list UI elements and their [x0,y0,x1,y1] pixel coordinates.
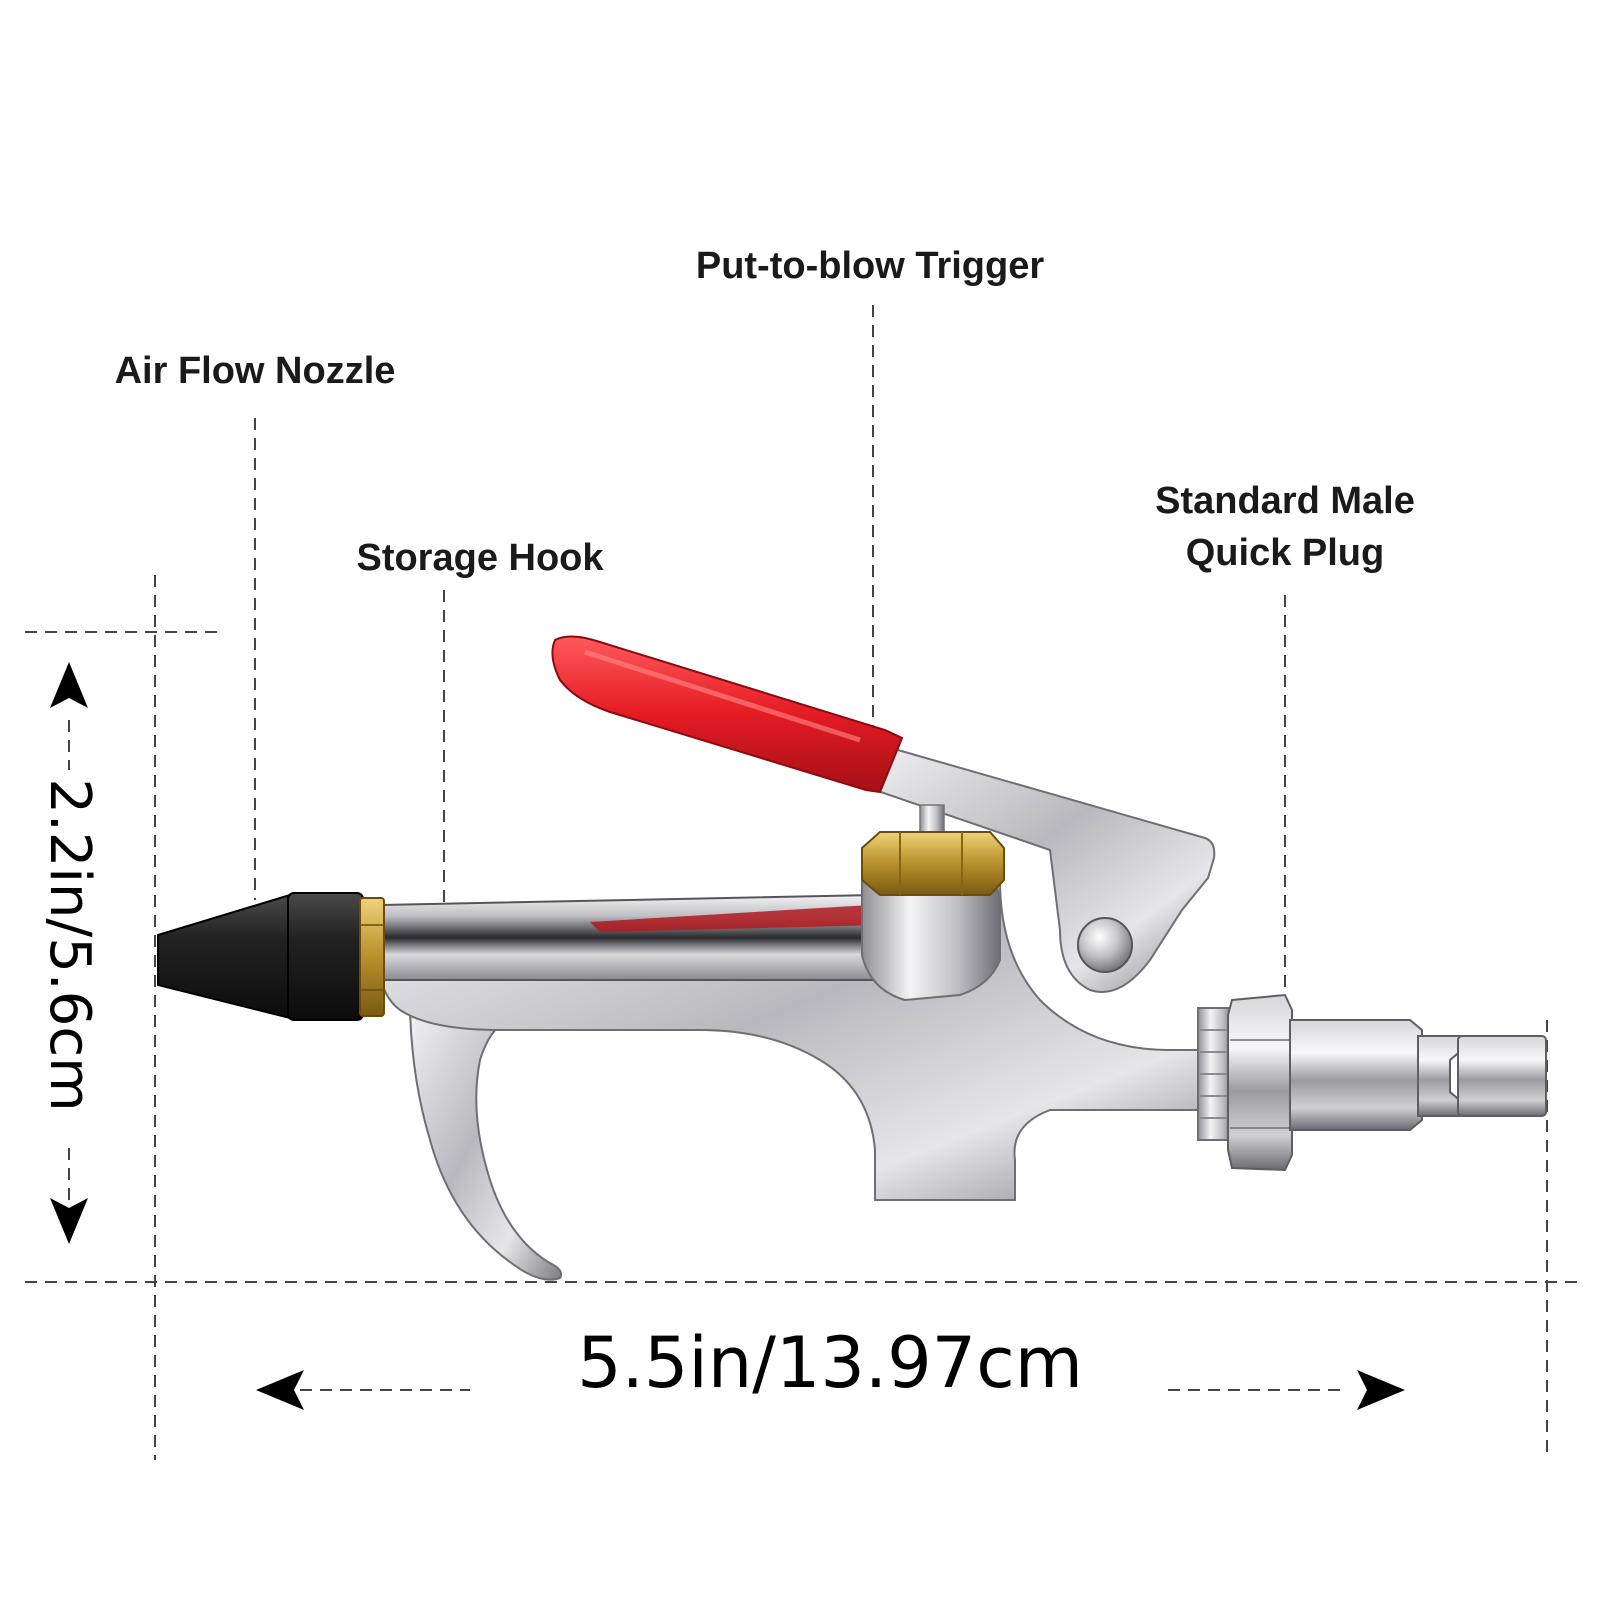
height-dimension-text: 2.2in/5.6cm [37,778,102,1112]
trigger-red-highlight [584,649,861,743]
trigger-red-grip [551,635,904,794]
dimension-arrowheads [50,662,1405,1410]
rubber-nozzle-collar [287,892,364,1021]
quick-plug-tip [1457,1035,1547,1117]
rubber-nozzle-tip [157,893,291,1020]
barrel-tube [379,893,888,981]
width-arrow-left [256,1370,304,1410]
male-quick-plug [1289,1019,1423,1131]
label-quick-plug-line2: Quick Plug [1185,532,1385,574]
label-quick-plug-line1: Standard Male [1155,480,1415,522]
brass-nozzle-ring [359,897,385,1017]
brass-hex-nut [861,831,1005,896]
width-dimension-label: 5.5in/13.97cm [577,1322,1083,1404]
label-air-flow-nozzle: Air Flow Nozzle [114,350,396,392]
quick-plug-collar [1417,1035,1464,1117]
width-arrow-right [1357,1370,1405,1410]
barrel-red-reflection [590,905,882,932]
storage-hook-handle [408,1009,563,1281]
height-arrow-up [50,662,88,708]
blow-gun-illustration [157,635,1547,1281]
label-storage-hook: Storage Hook [356,537,604,579]
pivot-ball [1077,917,1133,973]
height-arrow-down [50,1198,88,1244]
label-quick-plug: Standard Male Quick Plug [1120,475,1450,579]
label-put-to-blow-trigger: Put-to-blow Trigger [695,245,1045,287]
hex-coupler-nut [1227,993,1293,1172]
